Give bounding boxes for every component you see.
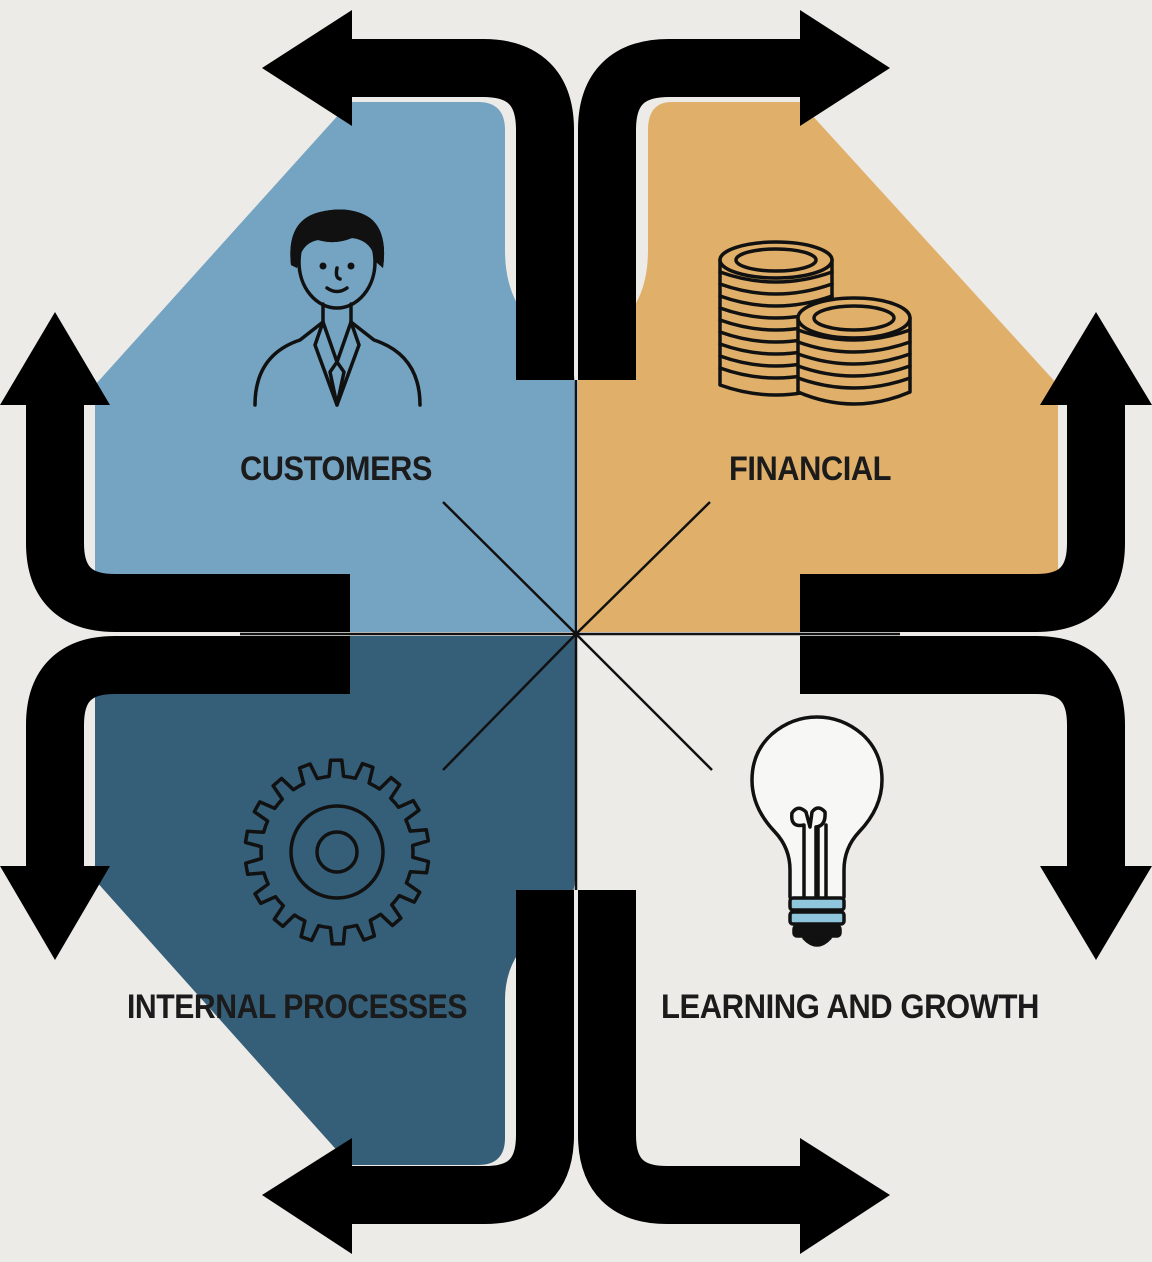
diagonal-line-learning [575,633,713,771]
arrow-left-up [0,312,350,632]
internal-processes-label: INTERNAL PROCESSES [127,988,467,1026]
arrow-right-up [800,312,1152,632]
customers-label: CUSTOMERS [240,450,432,488]
arrow-right-down [800,636,1152,960]
person-icon [253,209,422,407]
arrow-left-down [0,636,350,960]
arrow-bottom-left [262,890,574,1254]
arrow-top-left [262,10,574,380]
arrow-top-right [578,10,890,380]
financial-label: FINANCIAL [729,450,891,488]
diagonal-line-customers [442,501,577,635]
learning-and-growth-label: LEARNING AND GROWTH [661,988,1039,1026]
internal-processes-panel [95,636,575,1165]
arrow-bottom-right [578,890,890,1254]
gear-icon [243,758,431,946]
coin-stacks-icon [718,240,912,406]
diagonal-line-internal [442,633,577,771]
diagonal-line-financial [575,501,711,635]
lightbulb-icon [750,715,884,947]
